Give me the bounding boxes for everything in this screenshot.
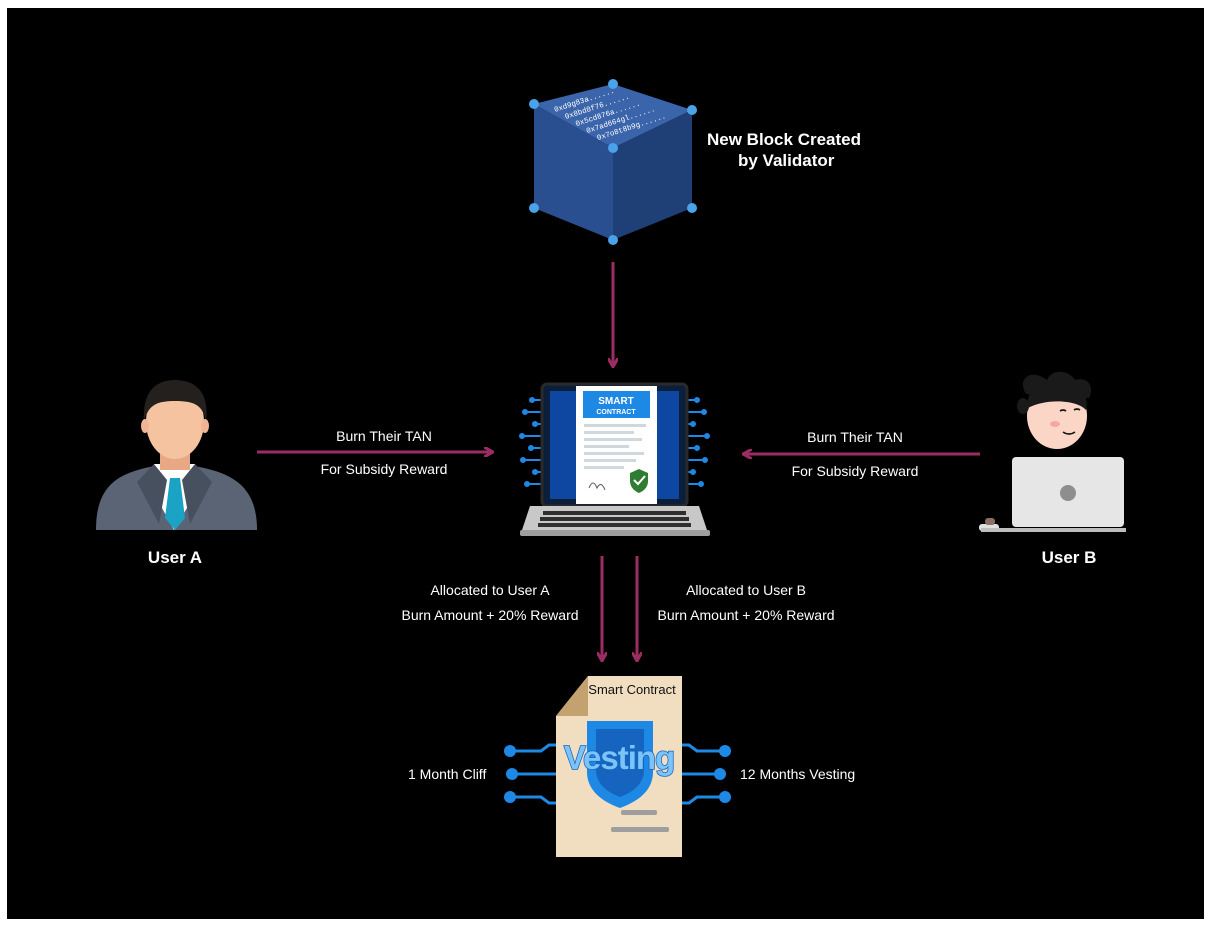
user-a-arrow-label-line2: For Subsidy Reward [320,461,448,477]
smart-contract-laptop-icon: SMART CONTRACT [519,382,710,536]
validator-label-line1: New Block Created [707,130,861,149]
vesting-shield-text: Vesting [564,739,674,776]
user-a-arrow-label-line1: Burn Their TAN [336,428,432,444]
vesting-duration-label: 12 Months Vesting [740,766,856,782]
user-a-avatar-icon [96,380,257,530]
user-b-avatar-icon [979,371,1126,532]
vesting-contract-icon: Smart Contract Vesting [504,676,731,857]
user-b-allocation-line1: Allocated to User B [686,582,806,598]
laptop-badge-line2: CONTRACT [596,409,636,416]
validator-label-line2: by Validator [738,151,835,170]
user-a-allocation-line1: Allocated to User A [430,582,550,598]
user-b-allocation-line2: Burn Amount + 20% Reward [657,607,835,623]
user-b-arrow-label-line2: For Subsidy Reward [791,463,919,479]
user-a-allocation-line2: Burn Amount + 20% Reward [401,607,579,623]
user-a-name: User A [147,548,203,567]
diagram-canvas: 0xd9g83a...... 0x8bd8f76...... 0x5cd876a… [7,8,1204,919]
block-cube-icon: 0xd9g83a...... 0x8bd8f76...... 0x5cd876a… [529,79,697,245]
diagram-graphics: 0xd9g83a...... 0x8bd8f76...... 0x5cd876a… [96,79,1126,857]
vesting-cliff-label: 1 Month Cliff [408,766,487,782]
vesting-contract-title: Smart Contract [588,682,676,697]
user-b-name: User B [1041,548,1097,567]
user-b-arrow-label-line1: Burn Their TAN [807,429,903,445]
laptop-badge-line1: SMART [598,396,634,407]
